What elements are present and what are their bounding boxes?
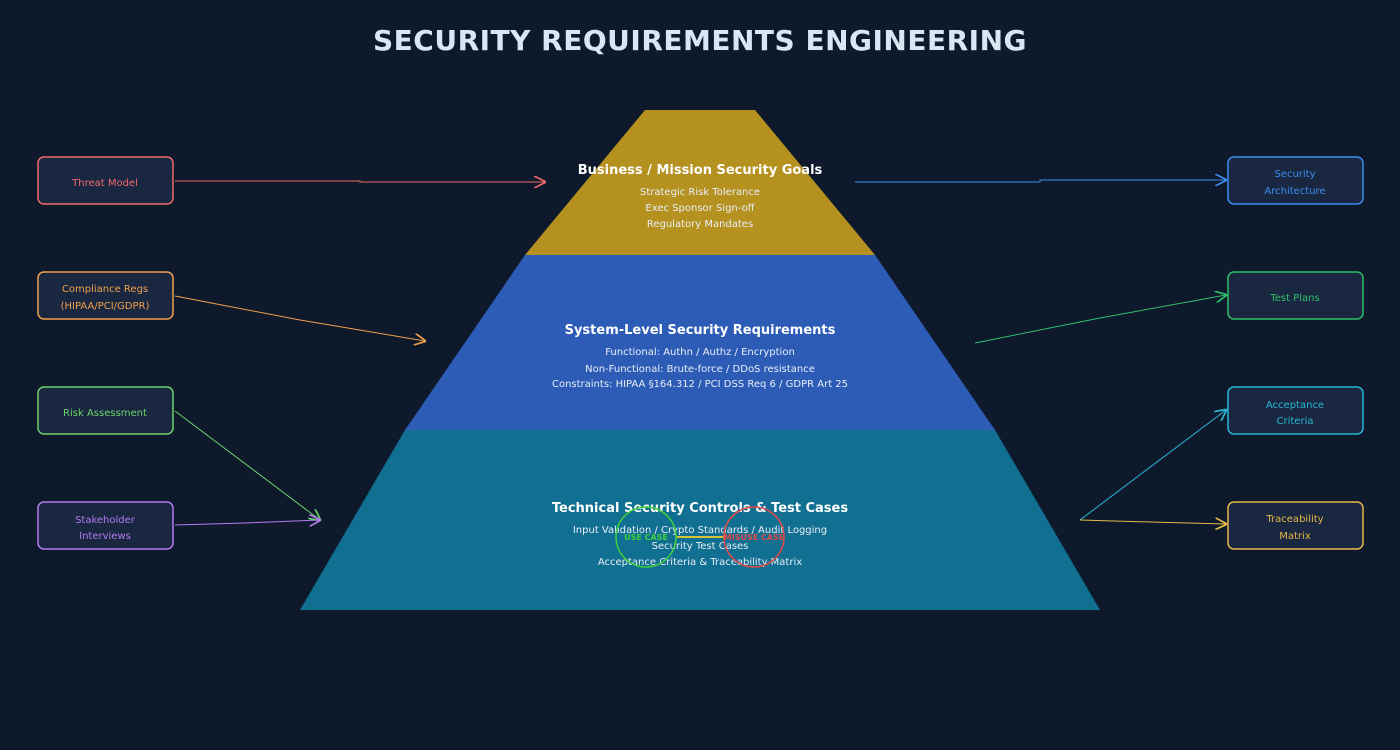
output-label: Architecture xyxy=(1264,186,1325,197)
tier-business-goals: Business / Mission Security Goals Strate… xyxy=(525,110,875,255)
arrow-threat-model xyxy=(175,181,545,182)
input-threat-model[interactable]: Threat Model xyxy=(37,156,174,205)
misuse-case-circle xyxy=(723,506,785,568)
output-box[interactable] xyxy=(1227,501,1364,550)
connectors xyxy=(174,180,1226,525)
output-label: Test Plans xyxy=(1269,293,1319,304)
input-box[interactable] xyxy=(37,386,174,435)
tier-line: Exec Sponsor Sign-off xyxy=(645,203,755,214)
input-box[interactable] xyxy=(37,501,174,550)
output-test-plans[interactable]: Test Plans xyxy=(1227,271,1364,320)
tier-shape-middle xyxy=(405,255,995,430)
output-security-architecture[interactable]: Security Architecture xyxy=(1227,156,1364,205)
tier-title: System-Level Security Requirements xyxy=(565,323,836,338)
output-label: Criteria xyxy=(1277,416,1314,427)
tier-line: Non-Functional: Brute-force / DDoS resis… xyxy=(585,364,815,375)
tier-line: Strategic Risk Tolerance xyxy=(640,187,760,198)
tier-line: Regulatory Mandates xyxy=(647,219,753,230)
input-label: Interviews xyxy=(79,531,131,542)
output-traceability-matrix[interactable]: Traceability Matrix xyxy=(1227,501,1364,550)
input-compliance-regs[interactable]: Compliance Regs (HIPAA/PCI/GDPR) xyxy=(37,271,174,320)
input-label: Threat Model xyxy=(71,178,138,189)
use-case-label: USE CASE xyxy=(624,533,668,542)
tier-shape-bottom xyxy=(300,430,1100,610)
arrow-security-architecture xyxy=(855,180,1226,182)
page-title: SECURITY REQUIREMENTS ENGINEERING xyxy=(373,24,1027,57)
pyramid: Business / Mission Security Goals Strate… xyxy=(300,110,1100,610)
tier-line: Input Validation / Crypto Standards / Au… xyxy=(573,525,827,536)
input-risk-assessment[interactable]: Risk Assessment xyxy=(37,386,174,435)
tier-line: Constraints: HIPAA §164.312 / PCI DSS Re… xyxy=(552,379,848,390)
output-box[interactable] xyxy=(1227,156,1364,205)
input-label: (HIPAA/PCI/GDPR) xyxy=(61,301,150,312)
output-acceptance-criteria[interactable]: Acceptance Criteria xyxy=(1227,386,1364,435)
arrow-test-plans xyxy=(974,295,1226,344)
input-label: Risk Assessment xyxy=(63,408,147,419)
tier-line: Security Test Cases xyxy=(652,541,749,552)
use-case-circle xyxy=(615,506,677,568)
output-label: Matrix xyxy=(1279,531,1311,542)
input-box[interactable] xyxy=(37,156,174,205)
tier-technical-controls: Technical Security Controls & Test Cases… xyxy=(300,430,1100,610)
use-misuse-case: USE CASE MISUSE CASE xyxy=(615,506,785,568)
input-box[interactable] xyxy=(37,271,174,320)
inputs: Threat Model Compliance Regs (HIPAA/PCI/… xyxy=(37,156,174,550)
output-label: Traceability xyxy=(1265,514,1323,525)
output-label: Security xyxy=(1274,169,1315,180)
tier-system-requirements: System-Level Security Requirements Funct… xyxy=(405,255,995,430)
tier-title: Business / Mission Security Goals xyxy=(578,163,823,178)
output-label: Acceptance xyxy=(1266,400,1324,411)
arrow-acceptance-criteria xyxy=(1079,410,1226,521)
tier-shape-top xyxy=(525,110,875,255)
arrow-risk-assessment xyxy=(174,410,320,520)
tier-line: Functional: Authn / Authz / Encryption xyxy=(605,347,795,358)
arrow-traceability-matrix xyxy=(1079,520,1226,524)
input-label: Compliance Regs xyxy=(62,284,148,295)
tier-title: Technical Security Controls & Test Cases xyxy=(552,501,848,516)
input-label: Stakeholder xyxy=(75,515,136,526)
input-stakeholder-interviews[interactable]: Stakeholder Interviews xyxy=(37,501,174,550)
arrow-stakeholder-interviews xyxy=(174,520,320,525)
arrow-compliance-regs xyxy=(174,295,425,341)
tier-line: Acceptance Criteria & Traceability Matri… xyxy=(598,557,802,568)
misuse-case-label: MISUSE CASE xyxy=(724,533,785,542)
outputs: Security Architecture Test Plans Accepta… xyxy=(1227,156,1364,550)
